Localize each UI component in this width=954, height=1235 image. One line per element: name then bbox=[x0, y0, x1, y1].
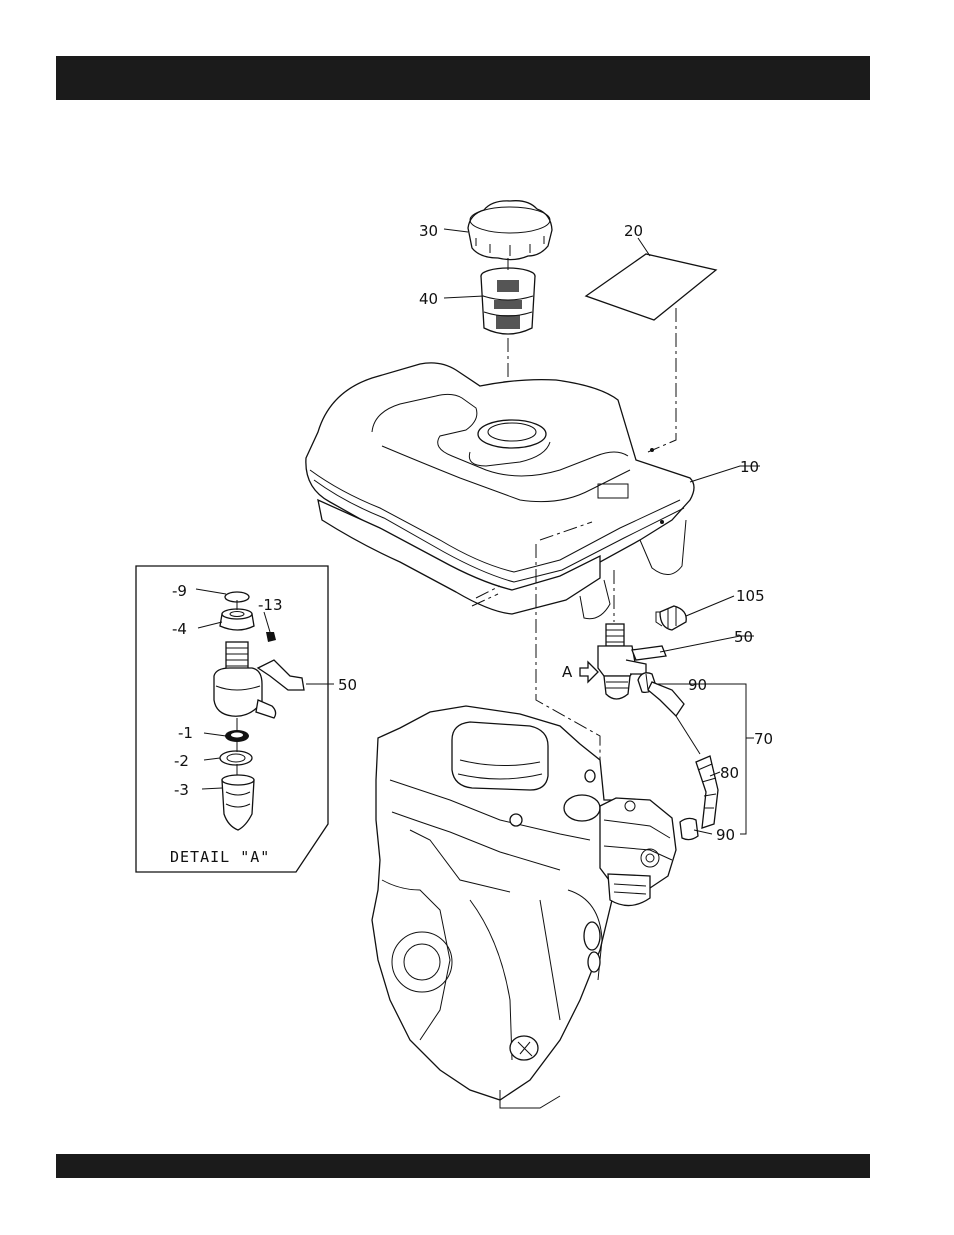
fuel-cock-drawing bbox=[598, 570, 666, 699]
label-detail-packing: -1 bbox=[178, 724, 193, 742]
label-detail-cup: -3 bbox=[174, 781, 189, 799]
arrow-a-icon bbox=[580, 662, 598, 682]
label-clamp-bottom: 90 bbox=[716, 826, 735, 844]
label-clamp-top: 90 bbox=[688, 676, 707, 694]
label-detail-oring: -9 bbox=[172, 582, 187, 600]
carburetor-drawing bbox=[600, 798, 676, 906]
label-decal: 20 bbox=[624, 222, 643, 240]
engine-drawing bbox=[372, 706, 616, 1108]
label-detail-assembly: 50 bbox=[338, 676, 357, 694]
label-detail-gasket: -2 bbox=[174, 752, 189, 770]
drain-bolt-drawing bbox=[656, 606, 686, 630]
label-detail-screw: -13 bbox=[258, 596, 283, 614]
detail-title: DETAIL "A" bbox=[170, 848, 270, 866]
label-cap: 30 bbox=[419, 222, 438, 240]
label-fuel-cock: 50 bbox=[734, 628, 753, 646]
label-bolt: 105 bbox=[736, 587, 765, 605]
label-tank: 10 bbox=[740, 458, 759, 476]
label-arrow-a: A bbox=[562, 663, 573, 681]
fuel-cap-drawing bbox=[468, 201, 552, 260]
label-detail-nut: -4 bbox=[172, 620, 187, 638]
label-hose-assembly: 70 bbox=[754, 730, 773, 748]
label-hose: 80 bbox=[720, 764, 739, 782]
strainer-drawing bbox=[481, 268, 535, 334]
detail-a-parts bbox=[214, 592, 304, 830]
label-strainer: 40 bbox=[419, 290, 438, 308]
